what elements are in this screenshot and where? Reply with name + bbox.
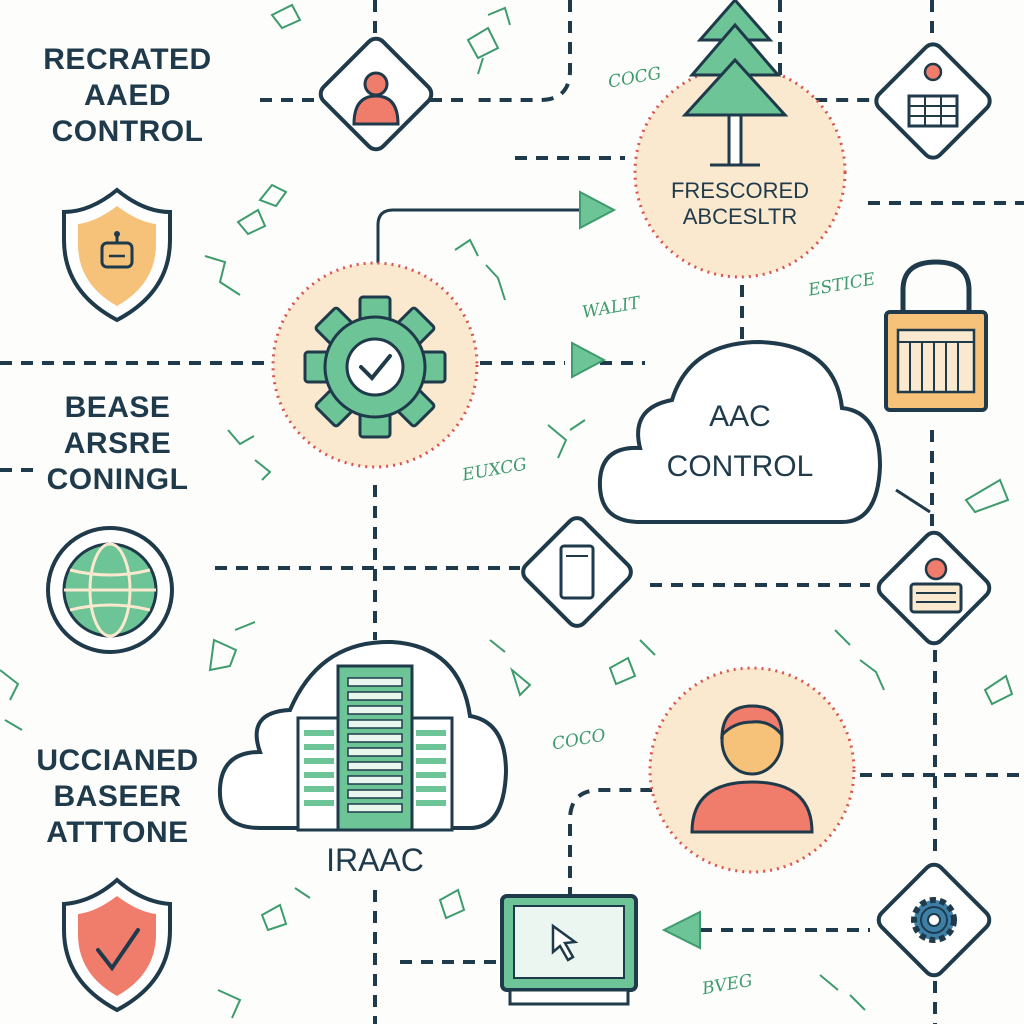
shield-check-icon: [96, 928, 140, 972]
user-icon: [690, 704, 814, 834]
heading-line: CONTROL: [51, 115, 204, 148]
diamond-document: [521, 516, 633, 628]
label-line: CONTROL: [666, 450, 814, 483]
tree-icon: [681, 0, 789, 167]
label-line: ABCESLTR: [682, 204, 798, 229]
padlock-icon: [884, 259, 988, 412]
diamond-spreadsheet: [874, 42, 992, 160]
heading-top-left: RECRATED AAED CONTROL: [20, 42, 235, 150]
tree-circle-label: FRESCORED ABCESLTR: [640, 178, 840, 230]
heading-line: UCCIANED: [36, 744, 199, 777]
heading-bottom-left: UCCIANED BASEER ATTTONE: [10, 743, 225, 851]
diamond-id-card: [876, 530, 992, 646]
gear-check-circle: [271, 261, 479, 469]
arrow-head-cloud: [571, 341, 607, 379]
lock-user-icon: [352, 71, 400, 126]
datacenter-cloud: [217, 639, 509, 832]
shield-check: [62, 877, 172, 1013]
arrow-head-monitor: [661, 910, 701, 950]
arrow-gear-to-tree: [376, 208, 580, 265]
id-card-icon: [909, 557, 963, 614]
server-icon: [296, 664, 454, 832]
heading-mid-left: BEASE ARSRE CONINGL: [10, 390, 225, 498]
heading-line: BEASE: [64, 391, 171, 424]
label-line: AAC: [709, 400, 771, 433]
arrow-head-tree: [579, 190, 617, 230]
decorative-doodles: [0, 3, 1014, 1019]
spreadsheet-icon: [907, 62, 959, 128]
heading-line: AAED: [83, 79, 171, 112]
label-line: FRESCORED: [670, 178, 810, 203]
shield-robot-icon: [100, 231, 134, 269]
heading-line: RECRATED: [43, 43, 212, 76]
datacenter-label: IRAAC: [326, 842, 424, 878]
diamond-lock-user: [318, 36, 434, 152]
heading-line: ATTTONE: [46, 816, 189, 849]
diamond-gear: [876, 862, 992, 978]
document-icon: [559, 544, 595, 600]
gear-check-icon: [303, 295, 447, 439]
heading-line: ARSRE: [63, 427, 172, 460]
heading-line: BASEER: [53, 780, 182, 813]
shield-robot: [62, 187, 172, 323]
user-circle: [648, 666, 856, 874]
monitor-cursor-icon: [500, 894, 638, 1006]
tree-circle: [633, 0, 847, 279]
gear-icon: [911, 897, 957, 943]
globe-icon: [46, 526, 174, 654]
heading-line: CONINGL: [46, 463, 189, 496]
cloud-aac: [597, 339, 931, 524]
cloud-label: AAC CONTROL: [640, 392, 840, 492]
